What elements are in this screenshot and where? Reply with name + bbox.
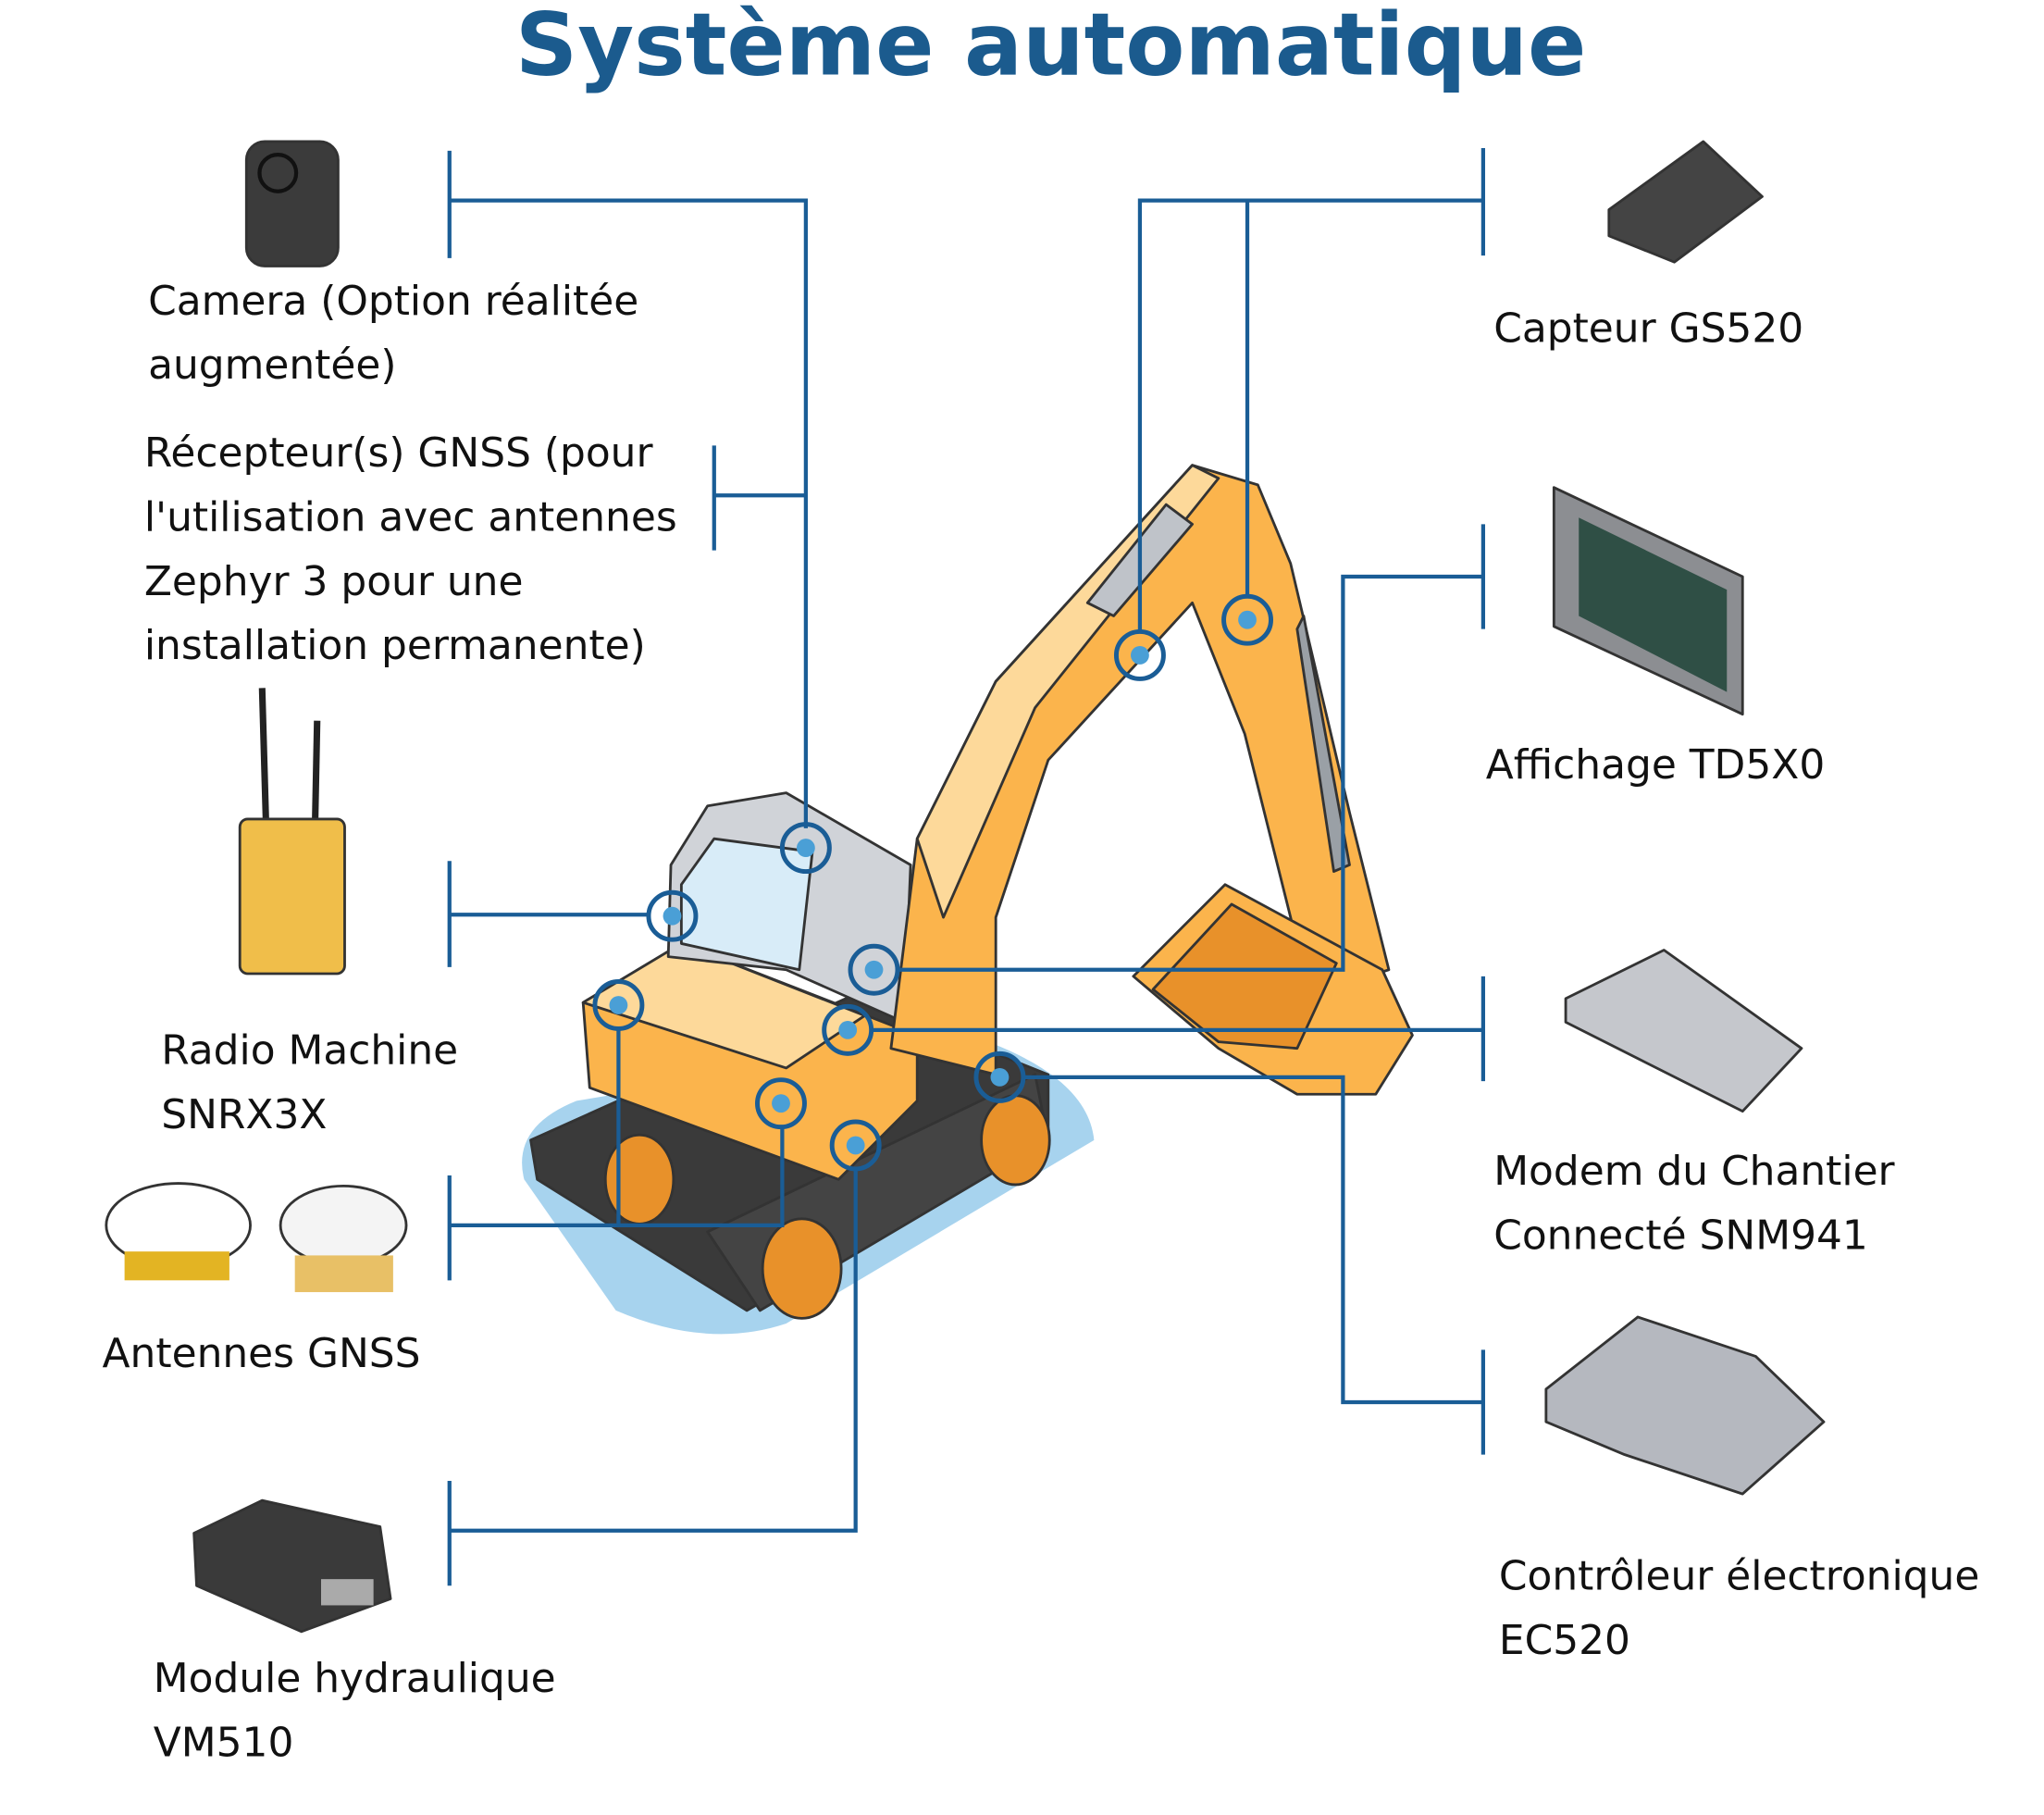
svg-text:Capteur GS520: Capteur GS520: [1493, 305, 1803, 353]
marker-hydraulic-module: [829, 1119, 882, 1172]
svg-text:installation permanente): installation permanente): [144, 622, 646, 669]
label-radio: Radio Machine SNRX3X: [161, 1027, 458, 1138]
label-display: Affichage TD5X0: [1486, 741, 1826, 789]
svg-text:Module hydraulique: Module hydraulique: [154, 1655, 556, 1702]
label-sensor: Capteur GS520: [1493, 305, 1803, 353]
marker-antenna-left: [592, 979, 645, 1031]
marker-display: [848, 943, 900, 996]
marker-gnss-receiver: [779, 822, 832, 875]
marker-controller: [973, 1050, 1026, 1103]
svg-text:augmentée): augmentée): [148, 342, 396, 389]
radio-image: [238, 688, 346, 976]
label-controller: Contrôleur électronique EC520: [1499, 1552, 1979, 1663]
svg-text:Contrôleur électronique: Contrôleur électronique: [1499, 1552, 1979, 1599]
sensor-image: [1607, 140, 1764, 264]
marker-camera: [646, 889, 699, 942]
label-modem: Modem du Chantier Connecté SNM941: [1493, 1148, 1895, 1259]
controller-image: [1544, 1315, 1826, 1496]
svg-text:Camera (Option réalitée: Camera (Option réalitée: [148, 278, 638, 325]
svg-text:Récepteur(s) GNSS (pour: Récepteur(s) GNSS (pour: [144, 429, 654, 477]
hydraulic-module-image: [192, 1498, 392, 1634]
svg-text:EC520: EC520: [1499, 1617, 1630, 1664]
label-hydraulic-module: Module hydraulique VM510: [154, 1655, 556, 1766]
svg-text:Radio Machine: Radio Machine: [161, 1027, 458, 1075]
svg-text:l'utilisation avec antennes: l'utilisation avec antennes: [144, 493, 677, 541]
label-camera: Camera (Option réalitée augmentée): [148, 278, 638, 389]
svg-text:Affichage TD5X0: Affichage TD5X0: [1486, 741, 1826, 789]
marker-antenna-right: [755, 1077, 807, 1130]
marker-modem: [822, 1003, 874, 1056]
label-antennas: Antennes GNSS: [103, 1330, 421, 1377]
page-title: Système automatique: [515, 0, 1586, 96]
svg-text:SNRX3X: SNRX3X: [161, 1091, 327, 1138]
gnss-antennas-image: [105, 1182, 408, 1293]
svg-text:Connecté SNM941: Connecté SNM941: [1493, 1212, 1868, 1259]
display-image: [1552, 486, 1744, 716]
svg-text:Modem du Chantier: Modem du Chantier: [1493, 1148, 1895, 1195]
camera-image: [244, 140, 340, 267]
marker-sensor-boom: [1113, 628, 1166, 681]
marker-sensor-stick: [1221, 593, 1273, 646]
excavator-illustration: [522, 464, 1414, 1335]
location-markers: [592, 593, 1273, 1172]
modem-image: [1564, 949, 1803, 1113]
leader-lines: [447, 147, 1486, 1586]
label-gnss-receiver: Récepteur(s) GNSS (pour l'utilisation av…: [144, 429, 677, 669]
svg-text:VM510: VM510: [154, 1719, 294, 1766]
svg-text:Antennes GNSS: Antennes GNSS: [103, 1330, 421, 1377]
svg-text:Zephyr 3 pour une: Zephyr 3 pour une: [144, 558, 524, 605]
